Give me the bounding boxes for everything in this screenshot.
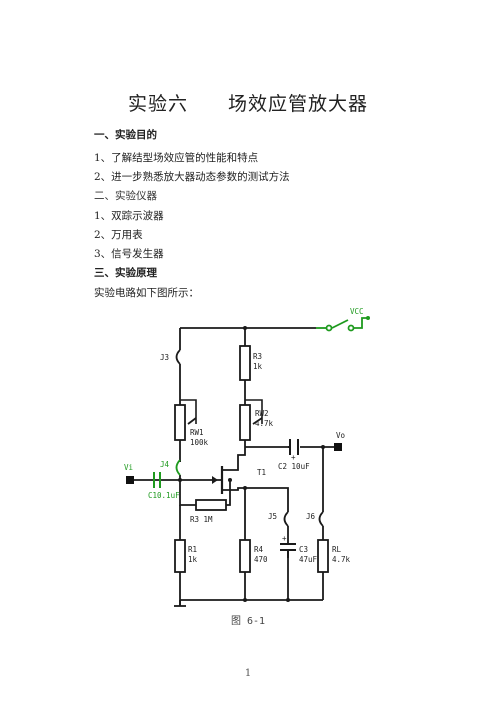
figure-caption: 图 6-1 [230,616,266,627]
circuit-wires [130,327,338,607]
label-vcc: VCC [350,307,364,316]
instrument-item-3: 3、信号发生器 [94,248,164,260]
label-rw2-name: RW2 [255,409,269,418]
resistor-rg [195,499,227,511]
purpose-item-1: 1、了解结型场效应管的性能和特点 [94,152,259,164]
label-plus-c2: + [291,453,296,462]
green-elements [153,317,368,488]
label-j4: J4 [160,460,170,469]
title-experiment-number: 实验六 [127,93,188,115]
heading-instruments: 二、实验仪器 [94,190,157,202]
label-rw1-value: 100k [190,438,209,447]
input-terminal [126,476,134,484]
resistor-r4 [239,539,251,573]
resistor-r1 [174,539,186,573]
label-rl-value: 4.7k [332,555,351,564]
label-c3-value: 47uF [299,555,318,564]
page-number: 1 [244,668,252,679]
label-j6: J6 [306,512,316,521]
label-r4-name: R4 [254,545,264,554]
instrument-item-2: 2、万用表 [94,229,143,241]
label-r3-value: 1k [253,362,263,371]
heading-principle: 三、实验原理 [94,267,157,279]
label-rw1-name: RW1 [190,428,204,437]
title-experiment-name: 场效应管放大器 [228,93,369,115]
junction-dots [178,326,325,602]
resistor-rl [317,539,329,573]
capacitor-c2 [288,439,299,455]
label-j3: J3 [160,353,169,362]
label-vo: Vo [336,431,346,440]
jumper-switches [175,349,324,527]
page-title: 实验六 场效应管放大器 [0,89,496,116]
label-r4-value: 470 [254,555,268,564]
instrument-item-1: 1、双踪示波器 [94,210,164,222]
resistor-rw2 [239,404,251,441]
heading-purpose: 一、实验目的 [94,129,157,141]
capacitor-c3 [280,543,296,558]
switch-j4 [175,459,181,476]
label-plus-c3: + [282,534,287,543]
jfet-gate-arrow [212,476,218,484]
purpose-item-2: 2、进一步熟悉放大器动态参数的测试方法 [94,171,290,183]
label-t1: T1 [257,468,266,477]
circuit-resistors [174,345,329,573]
label-r1-value: 1k [188,555,198,564]
label-r3-name: R3 [253,352,262,361]
switch-j3 [175,349,181,365]
output-terminal [334,443,342,451]
vcc-terminal [366,316,370,320]
resistor-rw1 [174,404,186,441]
label-j5: J5 [268,512,277,521]
label-c2: C2 10uF [278,462,310,471]
switch-j5 [283,511,289,527]
label-rl-name: RL [332,545,342,554]
label-rw2-value: 4.7k [255,419,274,428]
resistor-r3 [239,345,251,381]
label-c3-name: C3 [299,545,308,554]
label-c1: C10.1uF [148,491,180,500]
pot-arrows [180,399,263,424]
switch-j6 [318,511,324,527]
label-vi: Vi [124,463,133,472]
label-r1-name: R1 [188,545,197,554]
principle-intro: 实验电路如下图所示： [94,287,199,299]
switch-vcc [331,319,349,329]
label-rg: R3 1M [190,515,213,524]
circuit-diagram: VCC J3 R3 1k RW1 100k RW2 4.7k + C2 10uF… [124,307,370,607]
